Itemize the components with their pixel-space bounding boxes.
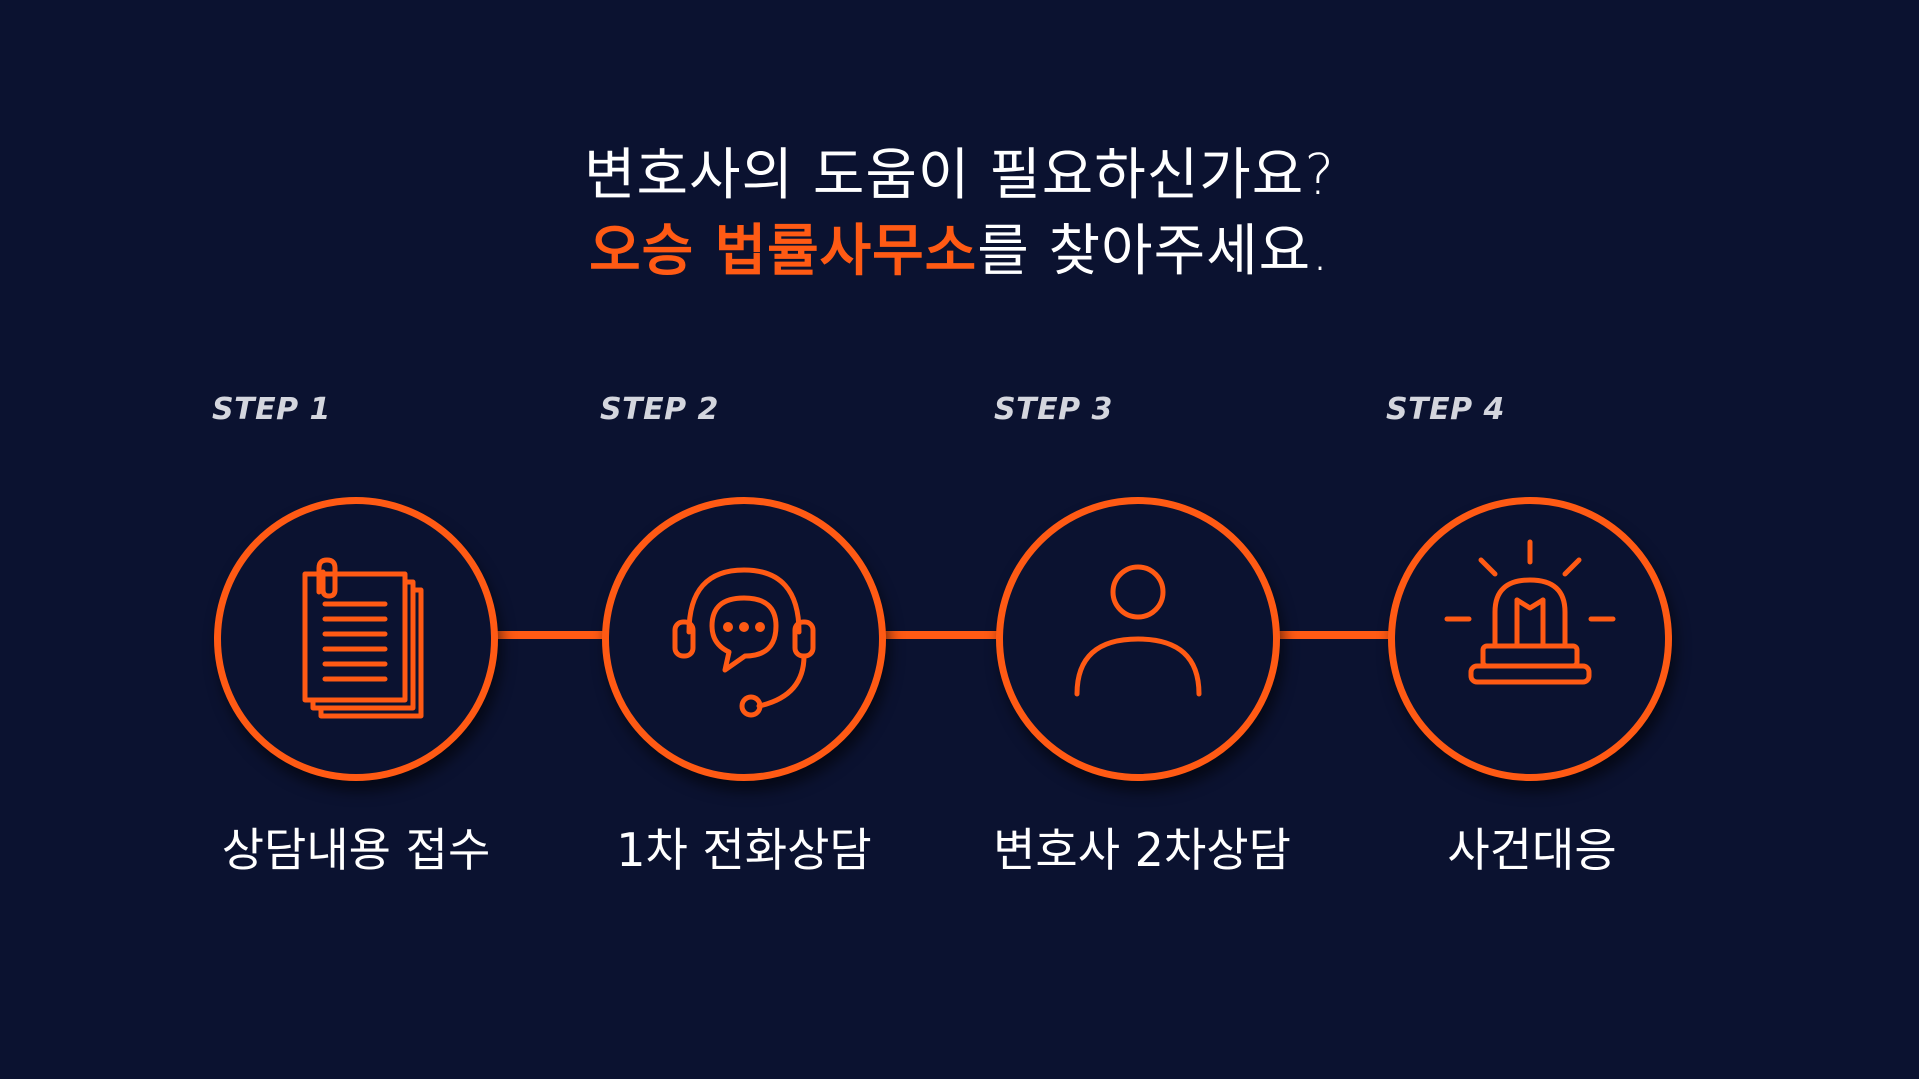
step-2-label: STEP 2 <box>600 392 719 427</box>
headset-chat-icon <box>672 567 816 718</box>
headline-cta-text: 를 찾아주세요. <box>977 219 1330 284</box>
documents-icon <box>302 557 424 719</box>
step-4-circle <box>1388 497 1672 781</box>
headline-question: 변호사의 도움이 필요하신가요? <box>583 143 1336 208</box>
step-1-caption: 상담내용 접수 <box>221 823 491 877</box>
step-3-label: STEP 3 <box>994 392 1113 427</box>
step-4-label: STEP 4 <box>1386 392 1505 427</box>
step-3-caption: 변호사 2차상담 <box>993 823 1291 877</box>
step-4-caption: 사건대응 <box>1447 823 1617 877</box>
step-3-circle <box>996 497 1280 781</box>
brand-name: 오승 법률사무소 <box>589 219 978 284</box>
connector-2-3 <box>882 631 998 639</box>
connector-3-4 <box>1276 631 1390 639</box>
step-1-label: STEP 1 <box>212 392 331 427</box>
step-2-circle <box>602 497 886 781</box>
headline-call-to-action: 오승 법률사무소를 찾아주세요. <box>0 214 1919 290</box>
step-1-circle <box>214 497 498 781</box>
step-2-caption: 1차 전화상담 <box>616 823 872 877</box>
connector-1-2 <box>494 631 604 639</box>
siren-icon <box>1444 539 1616 685</box>
person-icon <box>1074 564 1202 697</box>
headline: 변호사의 도움이 필요하신가요? 오승 법률사무소를 찾아주세요. <box>0 138 1919 290</box>
